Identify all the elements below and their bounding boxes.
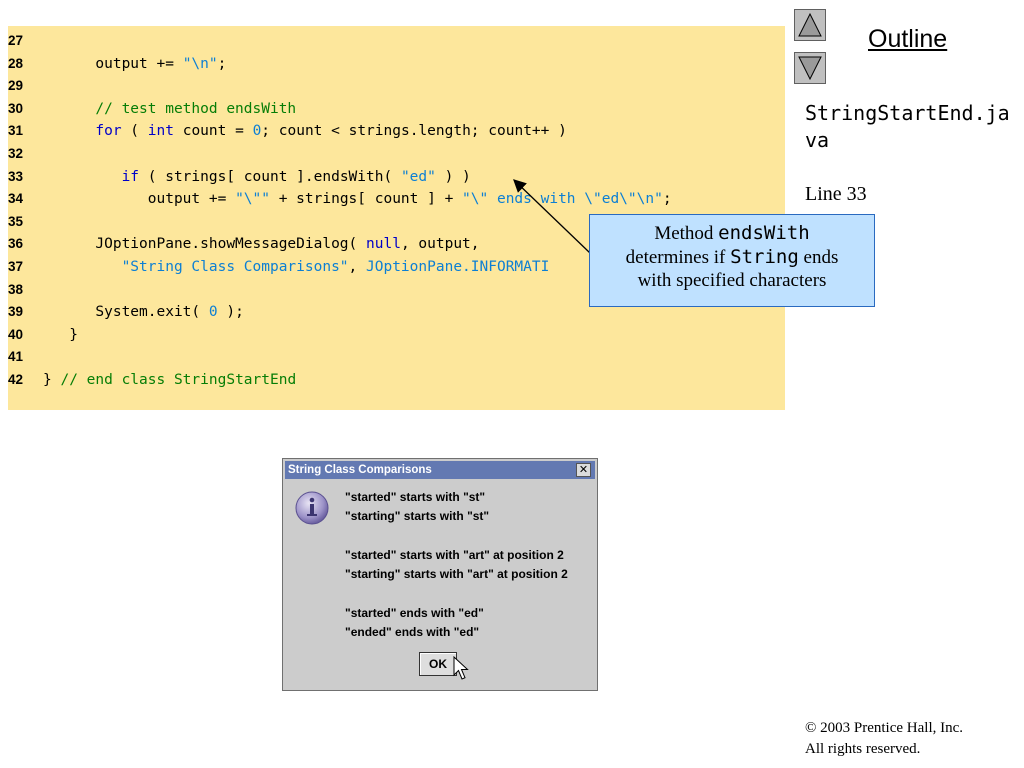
mouse-pointer-icon: [453, 656, 469, 680]
line-number: 27: [8, 33, 24, 48]
line-number: 40: [8, 326, 24, 342]
code-token: ;: [662, 191, 672, 208]
callout-text: ends: [798, 246, 839, 268]
code-token: ,: [348, 259, 367, 275]
message-dialog: String Class Comparisons ✕ "started" sta…: [282, 458, 598, 691]
code-token: ; count < strings.length; count++ ): [261, 123, 567, 140]
line-number: 34: [8, 191, 24, 207]
code-token: "ed": [400, 168, 436, 185]
code-text: JOptionPane.showMessageDialog( null, out…: [43, 234, 480, 254]
dialog-message-line: "starting" starts with "art" at position…: [345, 567, 568, 582]
dialog-message-line: "starting" starts with "st": [345, 509, 490, 524]
ok-button[interactable]: OK: [419, 652, 457, 676]
code-text: output += "\n";: [43, 54, 226, 74]
dialog-message-line: "started" starts with "st": [345, 490, 486, 504]
code-text: } // end class StringStartEnd: [43, 370, 296, 390]
triangle-up-icon: [798, 12, 822, 37]
triangle-down-icon: [798, 56, 822, 81]
code-text: // test method endsWith: [43, 99, 296, 119]
code-token: null: [366, 236, 401, 253]
code-token: output +=: [43, 191, 236, 208]
line-number: 36: [8, 236, 24, 252]
line-number: 41: [8, 349, 24, 365]
callout-text: Method: [654, 223, 719, 244]
line-number: 32: [8, 146, 24, 161]
code-token: count =: [173, 123, 253, 140]
code-token: + strings[ count ] +: [269, 191, 463, 208]
code-token: // test method endsWith: [43, 100, 297, 117]
code-text: if ( strings[ count ].endsWith( "ed" ) ): [43, 167, 471, 187]
dialog-titlebar[interactable]: String Class Comparisons ✕: [285, 461, 595, 479]
outline-link[interactable]: Outline: [868, 25, 948, 53]
code-token: output +=: [43, 55, 183, 72]
code-token: JOptionPane.INFORMATI: [366, 259, 550, 275]
code-token: }: [43, 372, 61, 388]
callout-text: determines if: [625, 246, 731, 268]
line-reference: Line 33: [805, 183, 867, 205]
code-token: System.exit(: [43, 304, 209, 321]
code-text: for ( int count = 0; count < strings.len…: [43, 121, 567, 141]
code-text: output += "\"" + strings[ count ] + "\" …: [43, 189, 672, 209]
file-name: StringStartEnd.java: [805, 101, 1010, 152]
line-number: 31: [8, 123, 24, 139]
dialog-message-line: "ended" ends with "ed": [345, 625, 480, 640]
copyright-line: © 2003 Prentice Hall, Inc.: [805, 720, 964, 736]
line-number: 39: [8, 304, 24, 320]
line-number: 29: [8, 78, 24, 94]
code-token: ;: [217, 55, 227, 72]
code-token: 0: [208, 304, 218, 321]
code-token: ( strings[ count ].endsWith(: [139, 168, 401, 185]
code-token: "\"": [235, 191, 270, 208]
dialog-message-line: "started" ends with "ed": [345, 605, 484, 620]
code-token: for: [43, 123, 122, 140]
code-token: // end class StringStartEnd: [60, 372, 297, 388]
code-token: ) ): [435, 168, 471, 185]
dialog-close-button[interactable]: ✕: [576, 463, 591, 477]
code-token: }: [43, 326, 78, 343]
code-text: }: [43, 325, 78, 345]
callout-code: String: [730, 245, 799, 268]
line-number: 28: [8, 55, 24, 71]
line-number: 30: [8, 100, 24, 116]
line-number: 35: [8, 213, 24, 229]
line-number: 42: [8, 372, 24, 387]
information-icon: [295, 491, 329, 525]
line-number: 33: [8, 168, 24, 184]
code-token: "String Class Comparisons": [43, 259, 349, 275]
dialog-message-line: "started" starts with "art" at position …: [345, 547, 564, 562]
code-token: "\n": [182, 55, 218, 72]
previous-slide-button[interactable]: [794, 9, 826, 41]
callout-box: Method endsWith determines if String end…: [589, 214, 875, 307]
copyright-line: All rights reserved.: [805, 741, 921, 757]
copyright-notice: © 2003 Prentice Hall, Inc. All rights re…: [805, 718, 963, 760]
callout-text: with specified characters: [637, 270, 827, 291]
line-number: 37: [8, 259, 24, 274]
code-token: if: [43, 168, 140, 185]
code-token: int: [147, 123, 174, 140]
code-text: "String Class Comparisons", JOptionPane.…: [43, 257, 550, 277]
callout-code: endsWith: [718, 222, 810, 244]
code-token: 0: [252, 123, 262, 140]
code-token: JOptionPane.showMessageDialog(: [43, 236, 367, 253]
code-token: );: [217, 304, 244, 321]
next-slide-button[interactable]: [794, 52, 826, 84]
code-token: "\" ends with \"ed\"\n": [462, 191, 663, 208]
code-token: , output,: [400, 236, 480, 253]
line-number: 38: [8, 281, 24, 297]
code-text: System.exit( 0 );: [43, 302, 244, 322]
code-token: (: [121, 123, 148, 140]
dialog-title: String Class Comparisons: [288, 464, 432, 476]
